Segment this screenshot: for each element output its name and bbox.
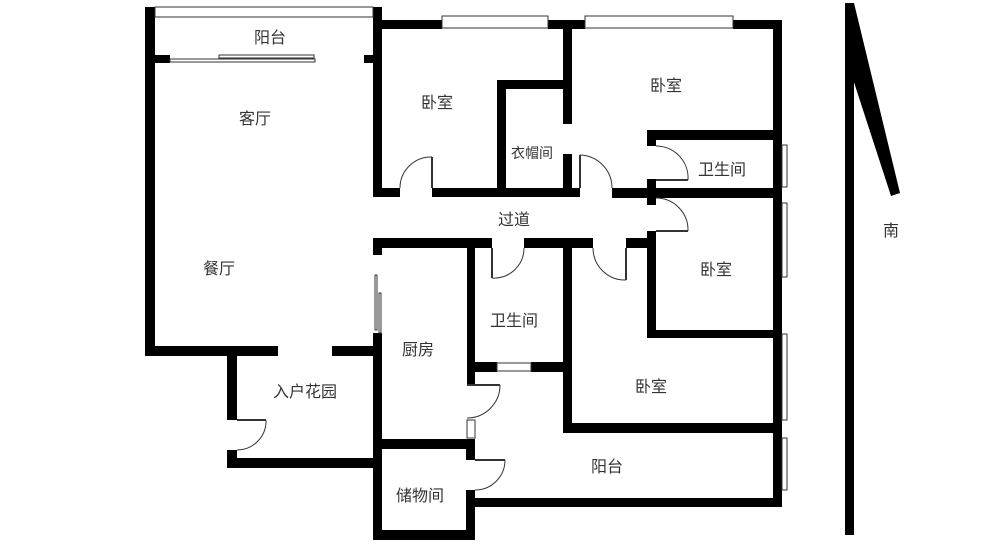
door-swing (592, 247, 627, 281)
wall (373, 20, 442, 29)
room-label-bedroom-3: 卧室 (699, 260, 733, 279)
window (781, 333, 788, 421)
compass-needle-icon (845, 3, 854, 535)
wall (373, 530, 475, 540)
room-label-wardrobe: 衣帽间 (511, 146, 553, 162)
window (441, 15, 549, 29)
window (781, 144, 788, 188)
wall (733, 20, 782, 29)
wall (373, 333, 382, 540)
wall (373, 7, 382, 197)
wall (647, 130, 656, 146)
door-swing (579, 154, 613, 189)
wall (373, 238, 382, 255)
room-label-kitchen: 厨房 (401, 340, 435, 359)
sliding-door (169, 58, 316, 63)
wall (227, 458, 382, 468)
wall (497, 80, 572, 89)
room-label-storage: 储物间 (395, 486, 445, 505)
wall (647, 330, 782, 338)
wall (466, 439, 475, 460)
wall (467, 238, 475, 385)
wall (612, 188, 782, 198)
door-swing (399, 156, 433, 189)
wall (524, 238, 593, 248)
window (781, 437, 788, 491)
room-label-bedroom-4: 卧室 (634, 377, 668, 396)
wall (475, 498, 782, 507)
wall (563, 238, 572, 433)
window (466, 419, 476, 439)
wall (647, 179, 656, 198)
wall (227, 346, 237, 420)
window (781, 202, 788, 278)
room-label-corridor: 过道 (497, 210, 531, 229)
sliding-door (218, 54, 315, 59)
wall (773, 20, 782, 507)
window (584, 15, 734, 29)
compass-label-south: 南 (882, 221, 900, 240)
room-label-dining-room: 餐厅 (202, 259, 236, 278)
door-swing (466, 384, 501, 419)
wall (647, 198, 656, 205)
room-label-bathroom-1: 卫生间 (697, 160, 747, 179)
wall (647, 130, 782, 140)
window (496, 362, 532, 372)
wall (467, 362, 497, 372)
door-swing (491, 247, 525, 279)
room-label-bathroom-2: 卫生间 (489, 311, 539, 330)
wall (647, 231, 656, 338)
door-swing (655, 145, 689, 181)
room-label-living-room: 客厅 (238, 109, 272, 128)
compass-arrow-icon (845, 3, 900, 196)
door-swing (236, 419, 267, 451)
wall (531, 362, 572, 372)
room-label-entry-garden: 入户花园 (272, 382, 338, 401)
wall (373, 188, 400, 197)
window (154, 6, 374, 18)
wall (145, 346, 278, 356)
door-swing (474, 459, 506, 491)
room-label-balcony-bottom: 阳台 (590, 457, 624, 476)
wall (563, 154, 572, 197)
wall (466, 490, 475, 540)
wall (332, 346, 382, 356)
sliding-door (378, 292, 382, 334)
room-label-bedroom-2: 卧室 (649, 76, 683, 95)
wall (373, 439, 475, 449)
room-label-balcony-top: 阳台 (253, 28, 287, 47)
sliding-door (374, 274, 378, 331)
wall (563, 423, 782, 433)
wall (373, 238, 492, 248)
wall (497, 80, 506, 197)
room-label-bedroom-1: 卧室 (420, 93, 454, 112)
wall (364, 55, 373, 63)
wall (145, 7, 155, 356)
wall (626, 238, 656, 248)
wall (155, 55, 170, 63)
wall (563, 20, 572, 124)
door-swing (655, 197, 689, 232)
